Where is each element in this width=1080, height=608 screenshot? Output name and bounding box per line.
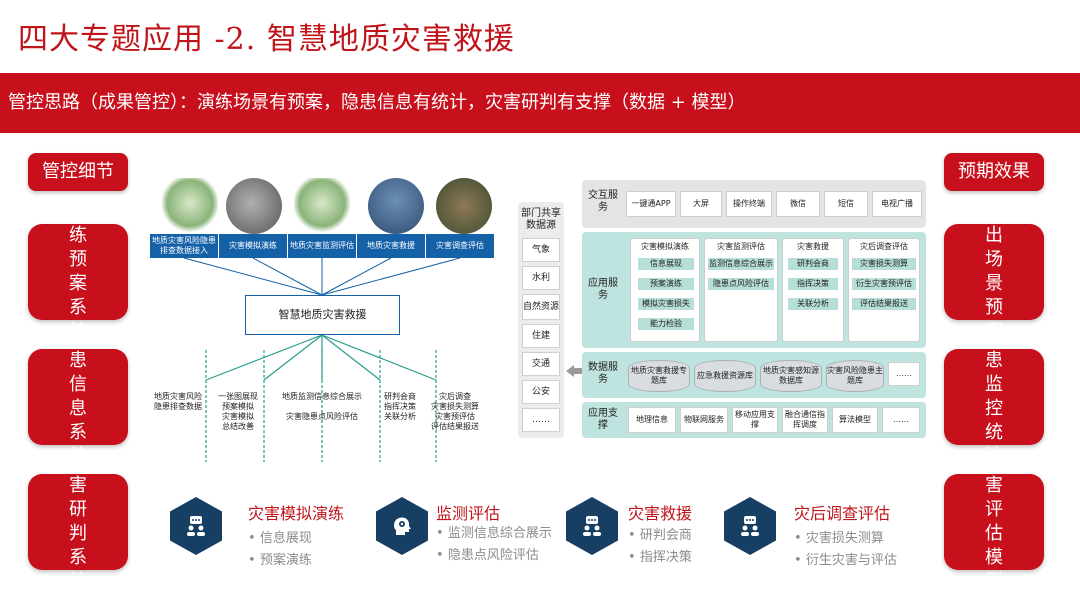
app-tag: 衍生灾害预评估 bbox=[852, 278, 916, 290]
left-item-hazard: 隐患信息系统 bbox=[28, 326, 128, 467]
feature-item: 隐患点风险评估 bbox=[436, 544, 539, 563]
control-banner: 管控思路（成果管控）：演练场景有预案，隐患信息有统计，灾害研判有支撑（数据 + … bbox=[0, 73, 1080, 133]
app-card-survey: 灾后调查评估 bbox=[848, 238, 920, 342]
app-card-monitor: 灾害监测评估 bbox=[704, 238, 778, 342]
left-item-drill: 演练预案系统 bbox=[28, 201, 128, 342]
right-item-monitor: 隐患监控统计 bbox=[944, 326, 1044, 467]
branch-text-4: 研判会商 指挥决策 关联分析 bbox=[384, 392, 416, 421]
database-cylinder: 地质灾害感知源数据库 bbox=[760, 360, 822, 392]
resource-item: 住建 bbox=[522, 324, 560, 348]
feature-item: 监测信息综合展示 bbox=[436, 522, 552, 541]
support-chip: 物联网服务 bbox=[680, 407, 728, 433]
interaction-chip: 电视广播 bbox=[872, 191, 922, 217]
branch-text-3: 地质监测信息综合展示 灾害隐患点风险评估 bbox=[282, 392, 362, 421]
right-item-scenario: 输出场景预案 bbox=[944, 201, 1044, 342]
application-label: 应用服务 bbox=[588, 278, 618, 301]
app-card-title: 灾后调查评估 bbox=[860, 242, 908, 251]
feature-item: 灾害损失测算 bbox=[794, 527, 884, 546]
interaction-label: 交互服务 bbox=[588, 190, 618, 213]
resource-item: 自然资源 bbox=[522, 294, 560, 320]
interaction-chip: 大屏 bbox=[680, 191, 722, 217]
right-header: 预期效果 bbox=[944, 153, 1044, 191]
branch-text-1: 地质灾害风险 隐患排查数据 bbox=[154, 392, 202, 411]
topic-cell: 灾害模拟演练 bbox=[219, 234, 288, 258]
feature-title-rescue: 灾害救援 bbox=[628, 504, 693, 523]
feature-item: 信息展现 bbox=[248, 527, 312, 546]
app-tag: 模拟灾害损失 bbox=[638, 298, 694, 310]
app-card-rescue: 灾害救援 bbox=[782, 238, 844, 342]
app-card-title: 灾害模拟演练 bbox=[641, 242, 689, 251]
app-tag: 能力检验 bbox=[638, 318, 694, 330]
resource-item: 交通 bbox=[522, 352, 560, 376]
database-cylinder: 地质灾害救援专题库 bbox=[628, 360, 690, 392]
feature-title-survey: 灾后调查评估 bbox=[794, 504, 891, 523]
feature-title-drill: 灾害模拟演练 bbox=[248, 504, 345, 523]
center-node: 智慧地质灾害救援 bbox=[245, 295, 400, 335]
app-card-title: 灾害监测评估 bbox=[717, 242, 765, 251]
feature-title-monitor: 监测评估 bbox=[436, 504, 501, 523]
chat-user-icon bbox=[566, 497, 618, 555]
support-chip: …… bbox=[882, 407, 920, 433]
topic-cell: 地质灾害风险隐患排查数据接入 bbox=[150, 234, 219, 258]
right-item-model: 灾害评估模型 bbox=[944, 451, 1044, 592]
interaction-chip: 一键通APP bbox=[626, 191, 676, 217]
topic-strip: 地质灾害风险隐患排查数据接入 灾害模拟演练 地质灾害监测评估 地质灾害救援 灾害… bbox=[150, 234, 494, 258]
page-title: 四大专题应用 -2. 智慧地质灾害救援 bbox=[18, 22, 515, 57]
feature-item: 预案演练 bbox=[248, 549, 312, 568]
app-tag: 预案演练 bbox=[638, 278, 694, 290]
support-chip: 融合通信指挥调度 bbox=[782, 407, 828, 433]
topic-cell: 灾害调查评估 bbox=[436, 241, 484, 250]
topic-cell: 地质灾害监测评估 bbox=[288, 234, 357, 258]
app-tag: 监测信息综合展示 bbox=[708, 258, 774, 270]
branch-text-2: 一张图展现 预案模拟 灾害模拟 总结改善 bbox=[218, 392, 258, 431]
resource-item: 气象 bbox=[522, 238, 560, 262]
database-cylinder: 应急救援资源库 bbox=[694, 360, 756, 392]
city-photo bbox=[368, 178, 424, 234]
resource-title: 部门共享数据源 bbox=[521, 208, 561, 231]
data-label: 数据服务 bbox=[588, 362, 618, 385]
app-card-title: 灾害救援 bbox=[797, 242, 829, 251]
ruin-photo bbox=[226, 178, 282, 234]
interaction-chip: 微信 bbox=[776, 191, 820, 217]
database-cylinder: 灾害风险隐患主题库 bbox=[826, 360, 884, 392]
resource-item: …… bbox=[522, 408, 560, 432]
app-tag: 评估结果报送 bbox=[852, 298, 916, 310]
app-tag: 隐患点风险评估 bbox=[708, 278, 774, 290]
feature-item: 衍生灾害与评估 bbox=[794, 549, 897, 568]
left-header: 管控细节 bbox=[28, 153, 128, 191]
map-image-1 bbox=[162, 178, 218, 234]
landslide-photo bbox=[436, 178, 492, 234]
app-tag: 信息展现 bbox=[638, 258, 694, 270]
interaction-chip: 操作终端 bbox=[726, 191, 772, 217]
app-tag: 关联分析 bbox=[788, 298, 838, 310]
feature-item: 研判会商 bbox=[628, 524, 692, 543]
support-chip: 移动应用支撑 bbox=[732, 407, 778, 433]
map-image-2 bbox=[294, 178, 350, 234]
support-label: 应用支撑 bbox=[588, 408, 618, 431]
data-more: …… bbox=[888, 362, 920, 386]
app-tag: 灾害损失测算 bbox=[852, 258, 916, 270]
support-chip: 地理信息 bbox=[628, 407, 676, 433]
interaction-chip: 短信 bbox=[824, 191, 868, 217]
support-chip: 算法模型 bbox=[832, 407, 878, 433]
app-tag: 研判会商 bbox=[788, 258, 838, 270]
resource-item: 水利 bbox=[522, 266, 560, 290]
resource-item: 公安 bbox=[522, 380, 560, 404]
left-item-judge: 灾害研判系统 bbox=[28, 451, 128, 592]
chat-user-icon bbox=[724, 497, 776, 555]
topic-cell: 地质灾害救援 bbox=[357, 234, 426, 258]
feature-item: 指挥决策 bbox=[628, 546, 692, 565]
app-tag: 指挥决策 bbox=[788, 278, 838, 290]
branch-text-5: 灾后调查 灾害损失测算 灾害预评估 评估结果报送 bbox=[431, 392, 479, 431]
